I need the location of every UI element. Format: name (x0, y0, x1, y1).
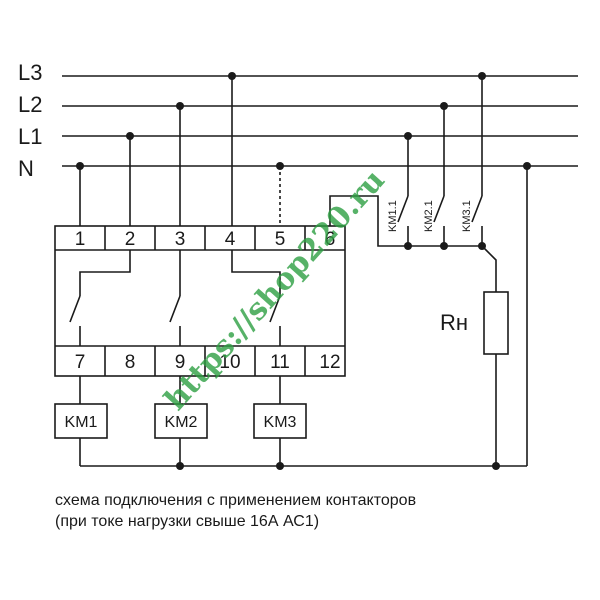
coil-label-km3: KM3 (264, 414, 297, 431)
terminal-5: 5 (275, 229, 286, 250)
terminal-9: 9 (175, 352, 186, 373)
coil-label-km1: KM1 (65, 414, 98, 431)
terminal-8: 8 (125, 352, 136, 373)
terminal-3: 3 (175, 229, 186, 250)
coil-km3 (253, 403, 307, 439)
terminal-12: 12 (319, 352, 340, 373)
bus-label-n: N (18, 156, 34, 181)
bus-label-l2: L2 (18, 92, 42, 117)
relay-body (54, 225, 346, 377)
relay-contact-3 (231, 250, 281, 296)
terminal-1: 1 (75, 229, 86, 250)
diagram-caption: схема подключения с применением контакто… (55, 490, 595, 532)
terminal-11: 11 (270, 352, 290, 373)
wire-t6-contacts (329, 195, 482, 247)
coil-km1 (54, 403, 108, 439)
watermark: https://shop220.ru (158, 163, 392, 417)
caption-line-1: схема подключения с применением контакто… (55, 492, 417, 509)
contact-label-km2-1: KM2.1 (423, 200, 435, 232)
bus-label-l3: L3 (18, 60, 42, 85)
wire-load-feed (481, 245, 497, 292)
load-label: Rн (440, 310, 468, 335)
contact-label-km3-1: KM3.1 (461, 200, 473, 232)
relay-contact-1 (79, 250, 131, 296)
terminal-2: 2 (125, 229, 136, 250)
caption-line-2: (при токе нагрузки свыше 16А АС1) (55, 513, 320, 530)
contact-label-km1-1: KM1.1 (387, 200, 399, 232)
coil-label-km2: KM2 (165, 414, 198, 431)
terminal-4: 4 (225, 229, 236, 250)
load-resistor (483, 291, 509, 355)
coil-km2 (154, 403, 208, 439)
terminal-10: 10 (219, 352, 240, 373)
bus-label-l1: L1 (18, 124, 42, 149)
terminal-6: 6 (325, 229, 336, 250)
terminal-7: 7 (75, 352, 86, 373)
